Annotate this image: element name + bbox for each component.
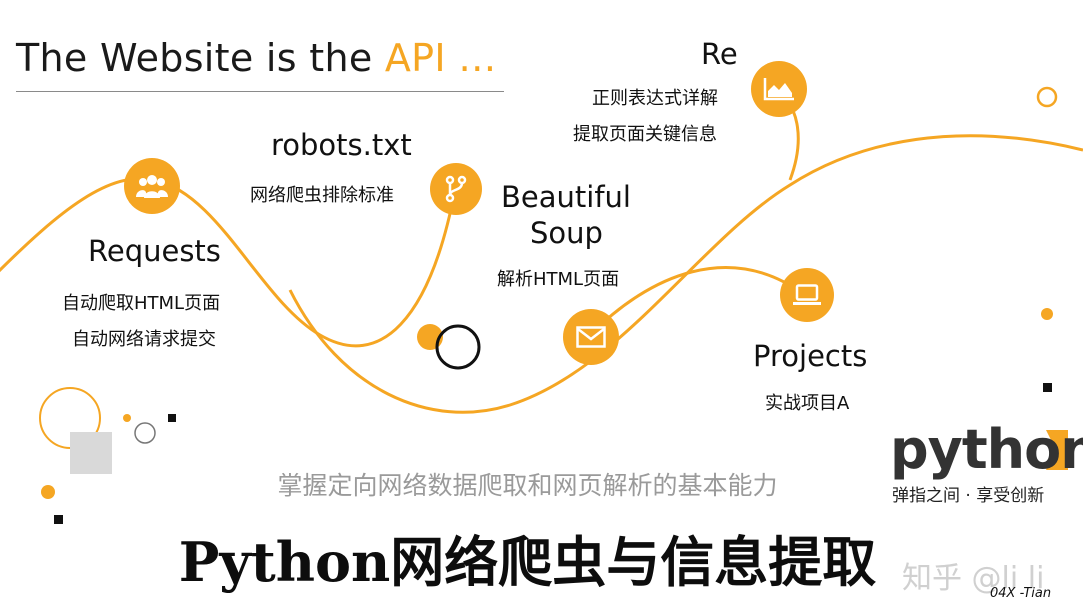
logo-tagline: 弹指之间 · 享受创新: [892, 486, 1045, 506]
subtitle: 掌握定向网络数据爬取和网页解析的基本能力: [277, 471, 778, 500]
signature: 04X -Tian: [990, 586, 1052, 601]
title-accent: API …: [384, 36, 497, 80]
soup-desc: 解析HTML页面: [497, 269, 620, 290]
re-desc-1: 正则表达式详解: [592, 88, 718, 109]
deco-gray-square: [70, 432, 112, 474]
envelope-icon: [576, 326, 606, 348]
curve-main: [0, 177, 457, 348]
title-main: The Website is the: [16, 36, 385, 80]
robots-label: robots.txt: [271, 128, 412, 162]
page-title: The Website is the API …: [16, 36, 497, 80]
deco-ring-topright: [1036, 86, 1058, 108]
projects-desc: 实战项目A: [765, 393, 850, 414]
deco-dot-small: [123, 414, 131, 422]
re-node: [751, 61, 807, 117]
main-title: Python网络爬虫与信息提取: [178, 530, 877, 594]
deco-black-square: [54, 515, 63, 524]
deco-black-square: [168, 414, 176, 422]
soup-node: [563, 309, 619, 365]
robots-desc: 网络爬虫排除标准: [250, 185, 394, 206]
robots-node: [430, 163, 482, 215]
python-logo: python: [890, 418, 1083, 481]
people-icon: [136, 175, 168, 198]
deco-dot-right: [1041, 308, 1053, 320]
watermark: 知乎 @li li: [902, 561, 1045, 596]
title-divider: [16, 91, 504, 92]
deco-dot-orange: [41, 485, 55, 499]
fork-icon: [445, 175, 467, 203]
curve-middle: [288, 134, 1083, 414]
deco-ring-black: [435, 324, 481, 370]
requests-label: Requests: [88, 234, 221, 268]
requests-desc-1: 自动爬取HTML页面: [62, 293, 221, 314]
area-chart-icon: [763, 78, 794, 101]
requests-desc-2: 自动网络请求提交: [72, 329, 216, 350]
projects-node: [780, 268, 834, 322]
re-label: Re: [701, 37, 738, 71]
soup-label-line2: Soup: [530, 216, 603, 250]
logo-arrow-shape: [1046, 430, 1068, 470]
projects-label: Projects: [753, 339, 868, 373]
soup-label-line1: Beautiful: [501, 180, 631, 214]
curve-projects: [588, 266, 806, 337]
deco-black-square: [1043, 383, 1052, 392]
requests-node: [124, 158, 180, 214]
laptop-icon: [793, 284, 821, 305]
re-desc-2: 提取页面关键信息: [573, 124, 717, 145]
deco-ring-small: [134, 422, 156, 444]
